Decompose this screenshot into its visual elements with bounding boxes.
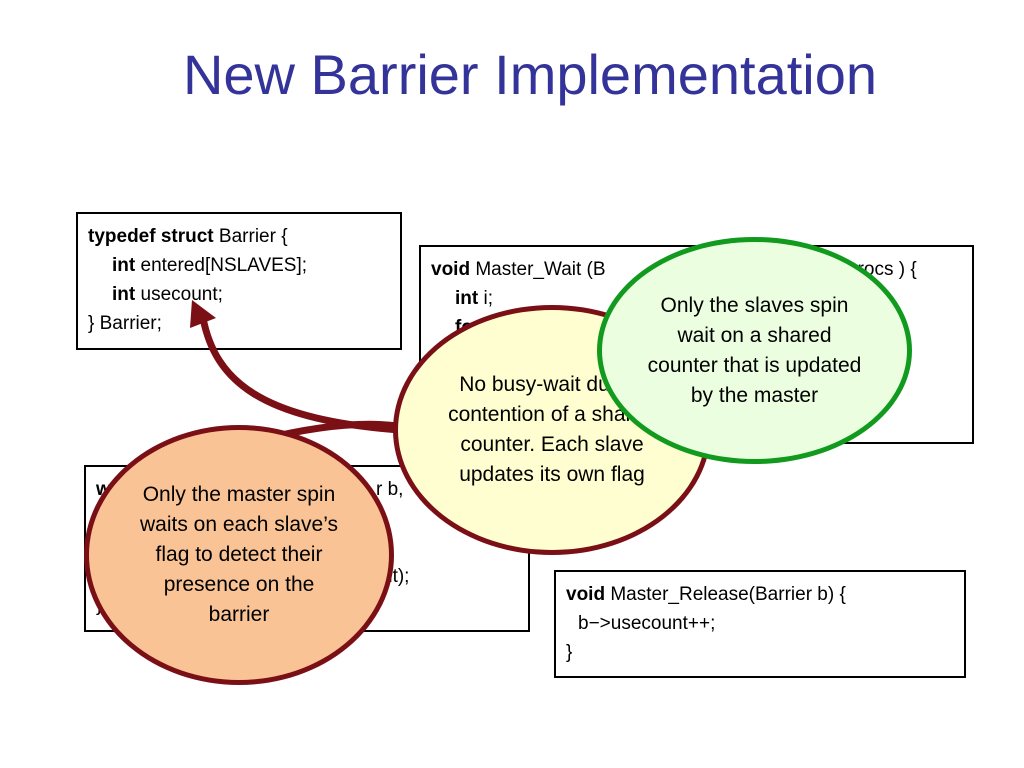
struct-keyword: typedef struct [88,226,214,247]
void-keyword: void [431,259,471,280]
callout-slaves-spin-text: Only the slaves spin wait on a shared co… [647,293,862,407]
callout-slaves-spin: Only the slaves spin wait on a shared co… [597,237,912,464]
barrier-struct-code-box: typedef struct Barrier {int entered[NSLA… [76,212,402,350]
master-release-code-box: void Master_Release(Barrier b) { b−>useco… [554,570,966,678]
slave-line-1-tail: r b, [376,479,404,500]
callout-master-spin-text: Only the master spin waits on each slave… [139,483,339,626]
int-keyword: int [112,255,136,276]
struct-name: Barrier { [213,226,288,247]
release-line-3: } [566,642,573,663]
release-signature: Master_Release(Barrier b) { [605,584,846,605]
struct-line-4: } Barrier; [88,313,162,334]
wait-line-2: int i; [431,284,962,313]
callout-master-spin: Only the master spin waits on each slave… [84,425,394,685]
usecount-field: usecount; [135,284,223,305]
int-keyword: int [455,288,479,309]
void-keyword: void [566,584,606,605]
slide-title: New Barrier Implementation [182,43,878,106]
struct-line-3: int usecount; [88,280,390,309]
arrow-head [190,300,216,328]
struct-line-1: typedef struct Barrier { [88,222,390,251]
int-keyword: int [112,284,136,305]
loop-var: i; [478,288,493,309]
arrow-to-struct [199,314,404,434]
release-line-2: b−>usecount++; [578,613,716,634]
callout-no-busy-wait-text: No busy-wait due to contention of a shar… [448,373,656,486]
release-line-1: void Master_Release(Barrier b) { [566,580,954,609]
entered-field: entered[NSLAVES]; [135,255,308,276]
wait-signature: Master_Wait (B [470,259,606,280]
struct-line-2: int entered[NSLAVES]; [88,251,390,280]
